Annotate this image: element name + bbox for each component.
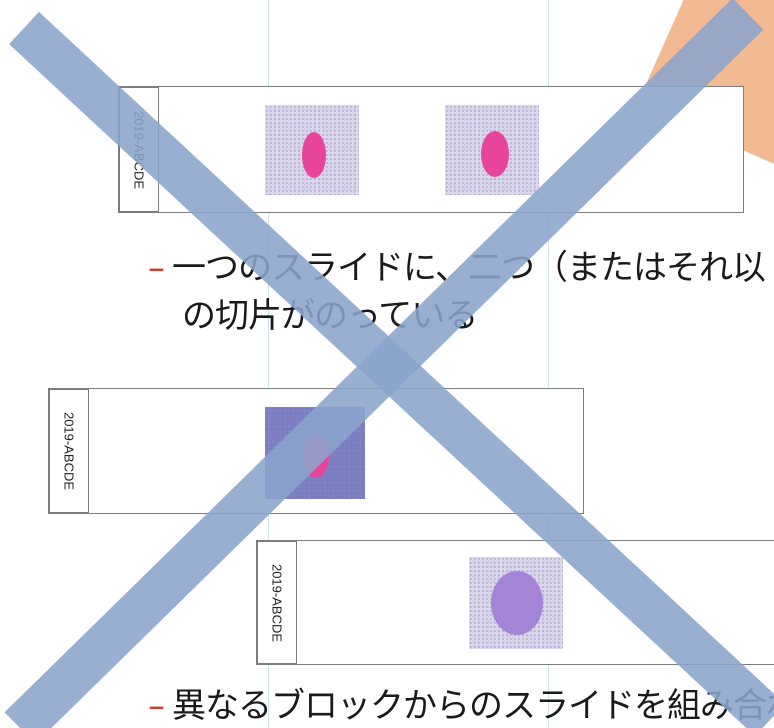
- tissue-section: [265, 105, 359, 195]
- bullet-continuation: の切片がのっている: [182, 296, 478, 336]
- bullet-text: 一つのスライドに、二つ（またはそれ以: [172, 248, 766, 288]
- bullet-different-blocks: –異なるブロックからのスライドを組み合わ: [148, 678, 774, 727]
- bullet-dash: –: [148, 248, 165, 288]
- slide-label-text: 2019-ABCDE: [61, 411, 77, 491]
- slide-label-text: 2019-ABCDE: [269, 563, 285, 642]
- bullet-multiple-sections: –一つのスライドに、二つ（またはそれ以: [148, 240, 766, 289]
- tissue-stain: [303, 434, 329, 478]
- tissue-section: [265, 407, 365, 499]
- slide-label: 2019-ABCDE: [49, 389, 89, 513]
- slide-other-block: 2019-ABCDE: [256, 540, 774, 665]
- tissue-section: [469, 557, 563, 649]
- slide-two-sections: 2019-ABCDE: [118, 86, 744, 213]
- slide-single-section: 2019-ABCDE: [48, 388, 584, 514]
- slide-label-text: 2019-ABCDE: [131, 110, 147, 189]
- tissue-stain: [491, 571, 543, 635]
- bullet-dash: –: [148, 686, 165, 726]
- tissue-stain: [302, 132, 326, 178]
- slide-label: 2019-ABCDE: [257, 541, 297, 664]
- bullet-text: 異なるブロックからのスライドを組み合わ: [172, 686, 774, 726]
- tissue-section: [445, 105, 539, 195]
- slide-label: 2019-ABCDE: [119, 87, 159, 212]
- tissue-stain: [481, 131, 509, 177]
